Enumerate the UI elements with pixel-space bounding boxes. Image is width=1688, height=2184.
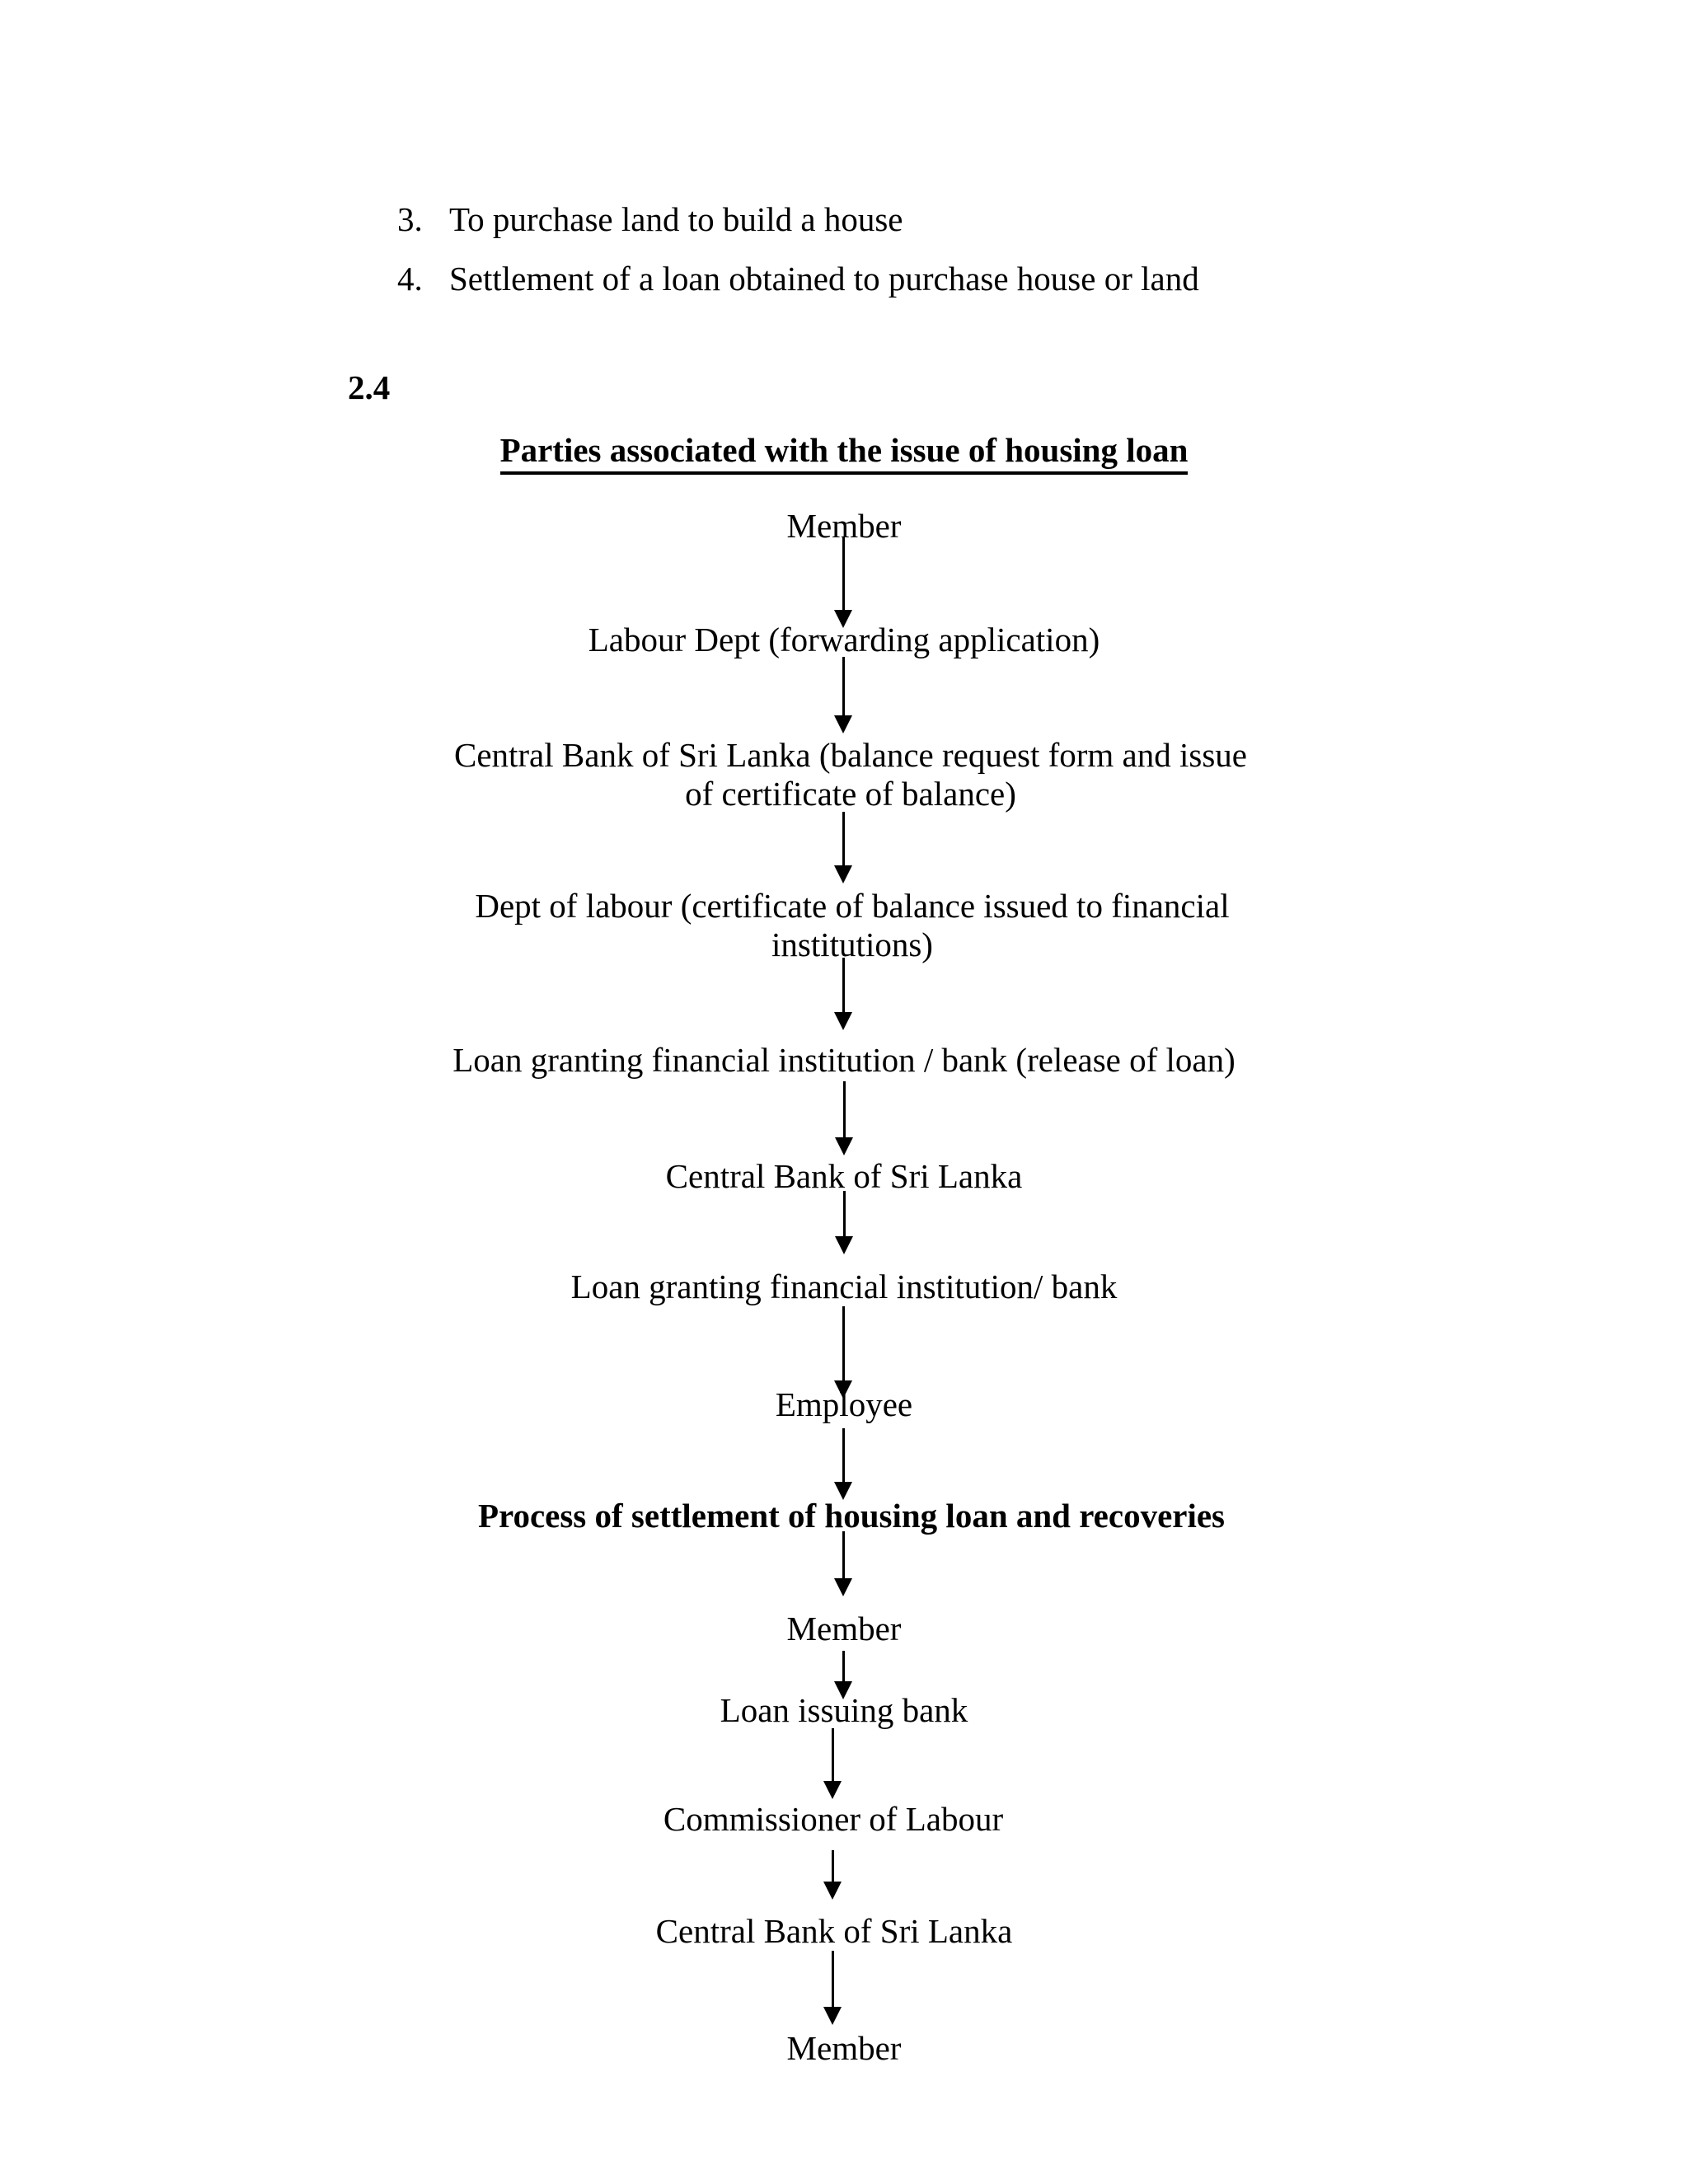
arrow-head bbox=[834, 1681, 852, 1699]
down-arrow-icon bbox=[834, 958, 852, 1030]
arrow-head bbox=[834, 1380, 852, 1399]
list-item-number: 3. bbox=[397, 200, 423, 238]
arrow-head bbox=[834, 715, 852, 733]
flow-node-commissioner-of-labour: Commissioner of Labour bbox=[663, 1800, 1004, 1838]
list-item-text: To purchase land to build a house bbox=[449, 200, 903, 238]
down-arrow-icon bbox=[823, 1728, 842, 1799]
flow-node-central-bank-1: Central Bank of Sri Lanka (balance reque… bbox=[7, 736, 1688, 813]
arrow-head bbox=[835, 1137, 853, 1155]
arrow-shaft bbox=[842, 812, 845, 869]
flow-node-loan-granting-1: Loan granting financial institution / ba… bbox=[452, 1041, 1236, 1079]
diagram-title: Parties associated with the issue of hou… bbox=[0, 431, 1688, 475]
arrow-shaft bbox=[842, 1191, 846, 1240]
list-item-3: 3. To purchase land to build a house bbox=[397, 200, 903, 239]
arrow-shaft bbox=[831, 1850, 834, 1885]
arrow-shaft bbox=[831, 1951, 834, 2010]
flow-node-central-bank-3: Central Bank of Sri Lanka bbox=[655, 1912, 1013, 1950]
flow-node-line: of certificate of balance) bbox=[685, 775, 1016, 813]
arrow-shaft bbox=[842, 537, 845, 613]
list-item-text: Settlement of a loan obtained to purchas… bbox=[449, 260, 1199, 298]
arrow-shaft bbox=[842, 1428, 845, 1485]
arrow-shaft bbox=[842, 1306, 845, 1384]
arrow-head bbox=[823, 2007, 842, 2025]
down-arrow-icon bbox=[834, 657, 852, 733]
list-item-number: 4. bbox=[397, 260, 423, 298]
flow-node-line: Central Bank of Sri Lanka (balance reque… bbox=[453, 736, 1248, 774]
arrow-head bbox=[834, 1482, 852, 1500]
list-item-4: 4. Settlement of a loan obtained to purch… bbox=[397, 260, 1199, 298]
section-number: 2.4 bbox=[348, 368, 391, 406]
arrow-shaft bbox=[842, 1531, 845, 1582]
down-arrow-icon bbox=[834, 1306, 852, 1399]
arrow-head bbox=[834, 610, 852, 628]
arrow-shaft bbox=[842, 958, 845, 1015]
flow-node-member-3: Member bbox=[786, 2029, 902, 2067]
down-arrow-icon bbox=[823, 1850, 842, 1900]
down-arrow-icon bbox=[834, 537, 852, 628]
arrow-head bbox=[835, 1236, 853, 1254]
arrow-head bbox=[823, 1781, 842, 1799]
arrow-head bbox=[834, 865, 852, 883]
down-arrow-icon bbox=[834, 812, 852, 883]
flow-node-loan-granting-2: Loan granting financial institution/ ban… bbox=[570, 1268, 1118, 1305]
flow-subheading-process-of-settlement: Process of settlement of housing loan an… bbox=[477, 1497, 1226, 1535]
flow-node-dept-of-labour: Dept of labour (certificate of balance i… bbox=[8, 887, 1688, 964]
down-arrow-icon bbox=[834, 1428, 852, 1500]
flow-node-member-2: Member bbox=[786, 1610, 902, 1647]
arrow-head bbox=[834, 1578, 852, 1596]
arrow-shaft bbox=[831, 1728, 834, 1784]
down-arrow-icon bbox=[835, 1081, 853, 1155]
flow-node-line: Dept of labour (certificate of balance i… bbox=[475, 887, 1230, 925]
down-arrow-icon bbox=[835, 1191, 853, 1254]
diagram-title-text: Parties associated with the issue of hou… bbox=[499, 431, 1189, 475]
arrow-shaft bbox=[842, 1081, 846, 1141]
flow-node-line: institutions) bbox=[771, 926, 933, 963]
down-arrow-icon bbox=[834, 1531, 852, 1596]
arrow-head bbox=[834, 1012, 852, 1030]
arrow-shaft bbox=[842, 1651, 845, 1685]
flow-node-central-bank-2: Central Bank of Sri Lanka bbox=[665, 1157, 1023, 1195]
arrow-shaft bbox=[842, 657, 845, 719]
arrow-head bbox=[823, 1882, 842, 1900]
down-arrow-icon bbox=[823, 1951, 842, 2025]
down-arrow-icon bbox=[834, 1651, 852, 1699]
